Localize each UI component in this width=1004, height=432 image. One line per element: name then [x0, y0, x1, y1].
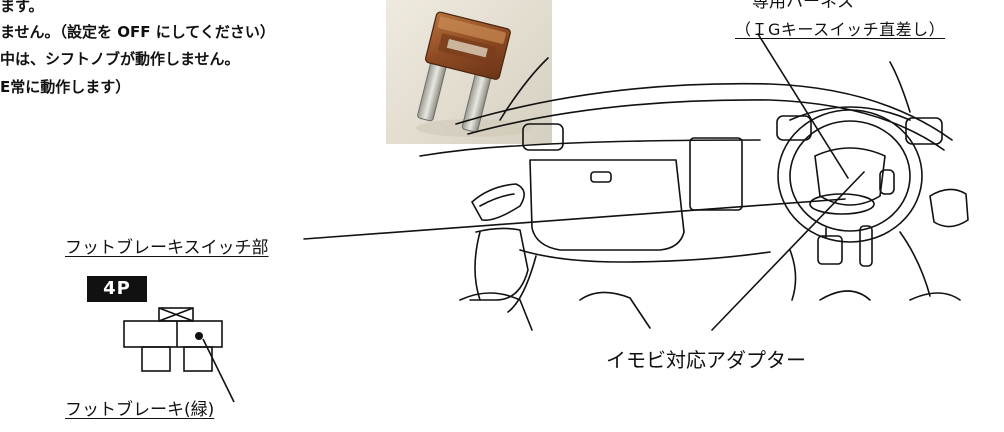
glovebox-handle: [590, 171, 612, 183]
note-line-3: 中は、シフトノブが動作しません。: [0, 50, 240, 68]
connector-pin-right: [183, 346, 213, 372]
callout-line-foot-brake: [303, 198, 846, 240]
center-left-seat: [579, 291, 651, 329]
steering-wheel-inner: [789, 120, 911, 232]
connector-pin-dot: [195, 332, 203, 340]
glovebox: [529, 159, 685, 251]
dashboard-top: [455, 82, 953, 141]
instrument-hood: [789, 106, 911, 121]
fuse-illustration: [416, 11, 532, 137]
note-line-4: E常に動作します）: [0, 78, 131, 96]
callout-line-adapter: [711, 171, 865, 331]
connector-body: [123, 320, 223, 348]
harness-subtitle: （ＩGキースイッチ直差し）: [735, 20, 946, 39]
right-center-vent: [776, 115, 812, 141]
left-pillar: [499, 57, 549, 121]
right-seat-top: [909, 292, 961, 301]
dashboard-upper-edge: [419, 139, 761, 157]
brake-pedal-area: [817, 235, 843, 265]
harness-title: 専用ハーネス: [752, 0, 854, 12]
column-contour: [789, 249, 797, 301]
right-pillar: [889, 61, 911, 113]
left-side-vent: [471, 183, 525, 222]
connector-latch-cross: [158, 307, 194, 322]
accelerator-area: [859, 225, 873, 267]
right-side-vent: [929, 188, 969, 228]
left-door-panel: [469, 227, 529, 301]
note-line-2: ません。（設定を OFF にしてください）: [0, 23, 275, 41]
left-lower-contour: [507, 255, 537, 313]
steering-wheel-outer: [777, 109, 923, 243]
center-left-vent: [522, 123, 564, 151]
left-side-vent-slat: [479, 193, 515, 207]
callout-line-wire: [202, 338, 235, 403]
connector-4p-badge: 4P: [87, 276, 147, 302]
immobi-adapter-label: イモビ対応アダプター: [606, 348, 806, 372]
foot-brake-wire-label: フットブレーキ(緑): [65, 400, 215, 420]
steering-hub: [814, 147, 886, 206]
center-console-panel: [689, 137, 743, 211]
note-line-1: ます。: [0, 0, 44, 15]
left-seat-edge: [474, 231, 481, 301]
connector-drawing: [123, 307, 235, 403]
steering-switch: [879, 169, 895, 195]
left-seat-top: [459, 292, 533, 331]
right-lower-contour: [899, 231, 931, 297]
callout-line-harness: [757, 33, 849, 179]
lower-dash-contour: [519, 249, 771, 263]
connector-pin-left: [141, 346, 171, 372]
right-vent: [905, 117, 943, 145]
center-right-seat: [819, 290, 871, 301]
foot-brake-switch-label: フットブレーキスイッチ部: [65, 238, 269, 258]
